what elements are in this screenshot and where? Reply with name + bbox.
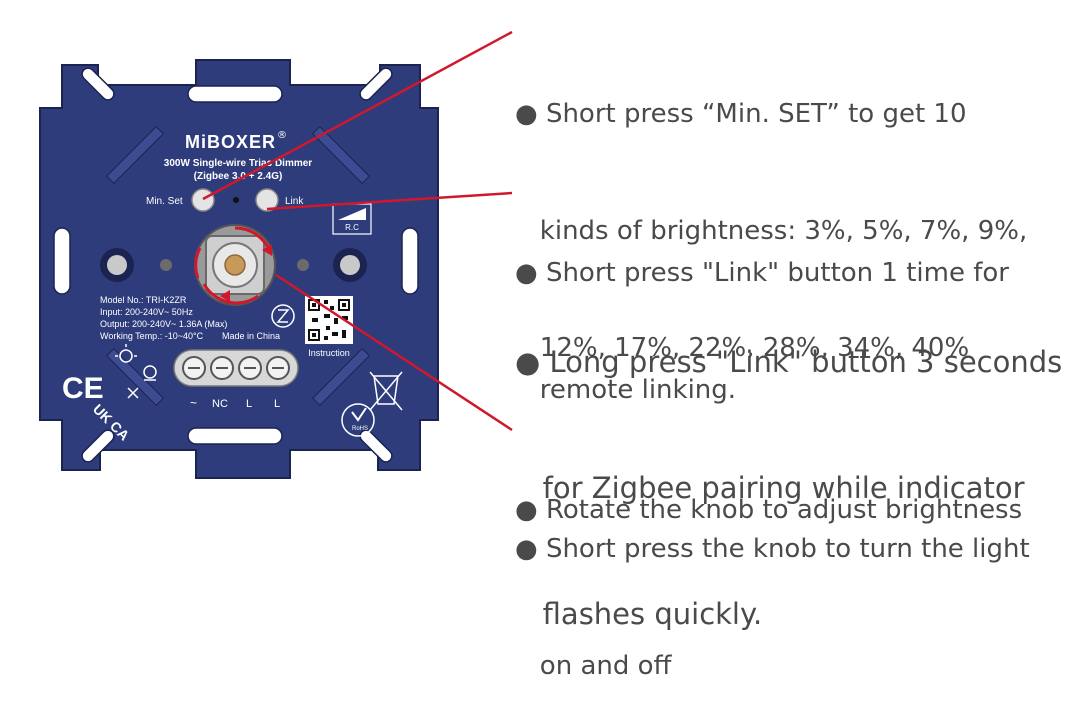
registered-mark: ® [277,130,287,141]
annotation-line: remote linking. [515,375,737,405]
annotation-line: ● Short press the knob to turn the light [515,534,1030,564]
terminal-label-1: ~ [190,396,197,410]
model-number: Model No.: TRI-K2ZR [100,295,187,305]
leader-line-knob [275,273,513,432]
zigbee-icon [271,304,295,328]
weee-bin-icon [369,371,403,411]
annotation-line: ● Rotate the knob to adjust brightness [515,495,1023,525]
leader-line-link [266,191,513,211]
annotation-line: ● Short press “Min. SET” to get 10 [515,99,967,129]
link-button[interactable] [255,188,279,212]
rotary-knob[interactable] [194,224,276,306]
rc-label: R.C [345,223,359,232]
annotation-link-short: ● Short press "Link" button 1 time for r… [515,176,1009,449]
input-spec: Input: 200-240V~ 50Hz [100,307,193,317]
annotation-line: on and off [515,651,672,681]
annotation-line: ● Long press "Link" button 3 seconds [515,345,1063,379]
working-temp: Working Temp.: -10~40°C [100,331,204,341]
terminal-label-2: NC [212,398,228,410]
dimmable-lamp-icon [143,365,157,381]
min-set-button[interactable] [191,188,215,212]
indicator-led [233,197,239,203]
min-set-label: Min. Set [146,196,183,207]
annotation-line: ● Short press "Link" button 1 time for [515,258,1009,288]
leader-lines [202,30,513,432]
made-in: Made in China [222,331,280,341]
screw-icon [100,248,367,282]
annotation-line: kinds of brightness: 3%, 5%, 7%, 9%, [515,216,1028,246]
annotation-rotate: ● Rotate the knob to adjust brightness [515,413,1022,569]
output-spec: Output: 200-240V~ 1.36A (Max) [100,319,227,329]
annotation-line: for Zigbee pairing while indicator [515,471,1025,505]
device-title: 300W Single-wire Triac Dimmer [164,158,312,169]
rohs-label: RoHS [352,426,368,432]
annotation-link-long: ● Long press "Link" button 3 seconds for… [515,257,1062,677]
brand-logo: MiBOXER [185,132,276,152]
terminal-block [173,349,299,387]
annotation-press-knob: ● Short press the knob to turn the light… [515,452,1030,725]
dimmer-diagram: MiBOXER ® 300W Single-wire Triac Dimmer … [39,30,513,479]
terminal-label-4: L [274,398,280,410]
led-bulb-icon [115,344,137,363]
dimmer-symbol-icon [127,387,139,399]
link-label: Link [285,196,304,207]
device-subtitle: (Zigbee 3.0 + 2.4G) [194,171,283,182]
terminal-label-3: L [246,398,252,410]
annotation-line: 12%, 17%, 22%, 28%, 34%, 40% [515,333,970,363]
instruction-label: Instruction [308,348,350,358]
rohs-badge: RoHS [341,403,375,437]
ce-mark: CE [62,372,104,405]
annotation-min-set: ● Short press “Min. SET” to get 10 kinds… [515,17,1027,407]
leader-line-min-set [202,30,513,201]
